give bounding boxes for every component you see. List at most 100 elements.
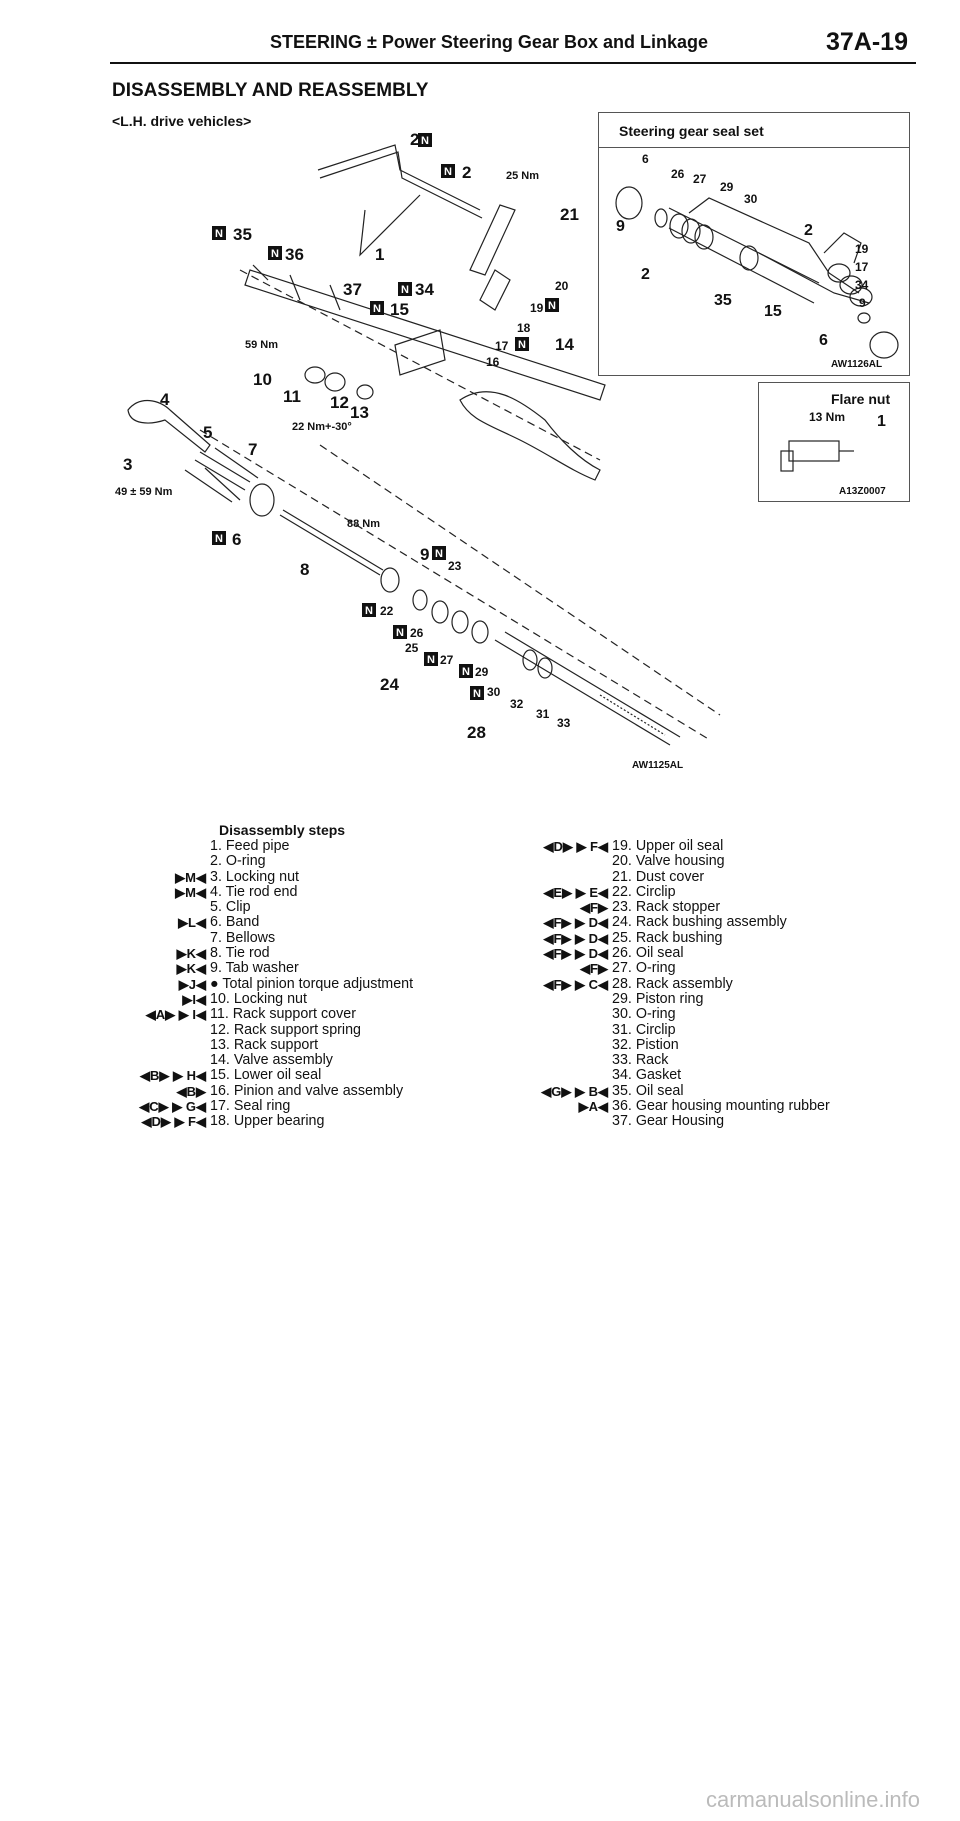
service-mark: ▶L◀	[178, 915, 206, 931]
svg-text:N: N	[365, 605, 373, 617]
list-item: 31. Circlip	[612, 1021, 676, 1038]
watermark: carmanualsonline.info	[705, 1787, 920, 1812]
list-item: ◀C▶ ▶ G◀17. Seal ring	[139, 1098, 291, 1115]
svg-text:30: 30	[744, 192, 758, 206]
list-item: ▶J◀● Total pinion torque adjustment	[178, 975, 414, 992]
service-mark: ▶J◀	[178, 976, 206, 992]
steps-left-column: 1. Feed pipe 2. O-ring ▶M◀3. Locking nut…	[139, 838, 414, 1130]
svg-text:28: 28	[467, 723, 486, 742]
svg-text:18: 18	[517, 321, 531, 335]
service-mark: ◀F▶	[580, 961, 608, 977]
svg-text:N: N	[373, 303, 381, 315]
svg-text:2: 2	[462, 163, 471, 182]
svg-text:N: N	[462, 666, 470, 678]
svg-text:6: 6	[232, 530, 241, 549]
svg-text:17: 17	[495, 339, 509, 353]
service-mark: ◀F▶ ▶ C◀	[543, 976, 608, 992]
list-item: ▶M◀3. Locking nut	[175, 868, 300, 885]
list-item: ◀F▶ ▶ D◀25. Rack bushing	[543, 929, 723, 946]
flare-nut-drawing: 1	[780, 413, 886, 472]
svg-text:16: 16	[486, 355, 500, 369]
svg-text:9: 9	[859, 296, 866, 310]
svg-text:12: 12	[330, 393, 349, 412]
svg-text:N: N	[427, 654, 435, 666]
svg-text:19: 19	[530, 301, 544, 315]
svg-text:6: 6	[819, 332, 828, 349]
list-item: 2. O-ring	[210, 853, 266, 870]
svg-text:N: N	[396, 627, 404, 639]
svg-text:34: 34	[415, 280, 434, 299]
svg-text:32: 32	[510, 697, 524, 711]
page-title: DISASSEMBLY AND REASSEMBLY	[112, 80, 429, 101]
list-item: ◀B▶16. Pinion and valve assembly	[176, 1082, 404, 1099]
service-mark: ◀F▶	[580, 900, 608, 916]
svg-text:N: N	[435, 548, 443, 560]
list-item: 5. Clip	[210, 899, 251, 916]
steps-right-column: ◀D▶ ▶ F◀19. Upper oil seal 20. Valve hou…	[541, 838, 830, 1130]
service-mark: ▶K◀	[176, 961, 206, 977]
svg-text:3: 3	[123, 455, 132, 474]
list-item: ▶M◀4. Tie rod end	[175, 883, 298, 900]
list-item: 29. Piston ring	[612, 990, 704, 1007]
svg-text:13: 13	[350, 403, 369, 422]
torque-label-49: 49 ± 59 Nm	[115, 486, 173, 498]
svg-text:N: N	[518, 339, 526, 351]
svg-text:8: 8	[300, 560, 309, 579]
service-mark: ▶I◀	[182, 991, 206, 1007]
flare-nut-torque: 13 Nm	[809, 410, 846, 424]
svg-text:7: 7	[248, 440, 257, 459]
service-mark: ◀B▶	[176, 1083, 206, 1099]
svg-text:26: 26	[671, 167, 685, 181]
list-item: ◀D▶ ▶ F◀18. Upper bearing	[141, 1113, 325, 1130]
service-mark: ◀B▶ ▶ H◀	[140, 1068, 206, 1084]
svg-text:34: 34	[855, 278, 869, 292]
list-item: ◀D▶ ▶ F◀19. Upper oil seal	[543, 838, 724, 854]
header-rule	[110, 62, 916, 64]
service-mark: ◀A▶ ▶ I◀	[145, 1007, 206, 1023]
service-mark: ◀C▶ ▶ G◀	[139, 1099, 206, 1115]
svg-text:10: 10	[253, 370, 272, 389]
list-item: ◀B▶ ▶ H◀15. Lower oil seal	[140, 1067, 322, 1084]
svg-text:9: 9	[616, 218, 625, 235]
flare-nut-title: Flare nut	[831, 391, 891, 407]
svg-text:17: 17	[855, 260, 869, 274]
svg-text:31: 31	[536, 707, 550, 721]
svg-text:11: 11	[283, 387, 301, 406]
torque-label-22: 22 Nm+-30°	[292, 421, 352, 433]
svg-text:22: 22	[380, 604, 394, 618]
svg-text:N: N	[548, 300, 556, 312]
list-item: ◀F▶27. O-ring	[580, 960, 676, 977]
svg-text:35: 35	[714, 292, 732, 309]
svg-text:N: N	[401, 284, 409, 296]
list-item: ▶L◀6. Band	[178, 914, 260, 931]
service-mark: ▶K◀	[176, 946, 206, 962]
svg-text:36: 36	[285, 245, 304, 264]
svg-text:30: 30	[487, 685, 501, 699]
list-item: 30. O-ring	[612, 1006, 676, 1023]
list-item: 7. Bellows	[210, 929, 276, 946]
list-item: ◀F▶23. Rack stopper	[580, 899, 721, 916]
torque-label-88: 88 Nm	[347, 518, 380, 530]
svg-text:4: 4	[160, 390, 170, 409]
list-item: 21. Dust cover	[612, 868, 705, 885]
svg-text:37: 37	[343, 280, 362, 299]
list-item: 1. Feed pipe	[210, 838, 290, 854]
svg-text:15: 15	[764, 303, 782, 320]
list-item: ◀A▶ ▶ I◀11. Rack support cover	[145, 1006, 356, 1023]
figure-code: AW1125AL	[632, 760, 684, 771]
service-mark: ▶M◀	[175, 869, 206, 885]
svg-text:29: 29	[720, 180, 734, 194]
svg-text:N: N	[215, 228, 223, 240]
svg-text:21: 21	[560, 205, 579, 224]
svg-text:23: 23	[448, 559, 462, 573]
list-item: ▶A◀36. Gear housing mounting rubber	[578, 1098, 830, 1115]
list-item: ▶I◀10. Locking nut	[182, 990, 307, 1007]
vehicle-subtitle: <L.H. drive vehicles>	[112, 113, 252, 129]
svg-text:25: 25	[405, 641, 419, 655]
svg-text:1: 1	[375, 245, 384, 264]
service-mark: ▶M◀	[175, 884, 206, 900]
list-item: ▶K◀8. Tie rod	[176, 945, 270, 962]
list-item: ◀F▶ ▶ C◀28. Rack assembly	[543, 975, 733, 992]
svg-text:26: 26	[410, 626, 424, 640]
